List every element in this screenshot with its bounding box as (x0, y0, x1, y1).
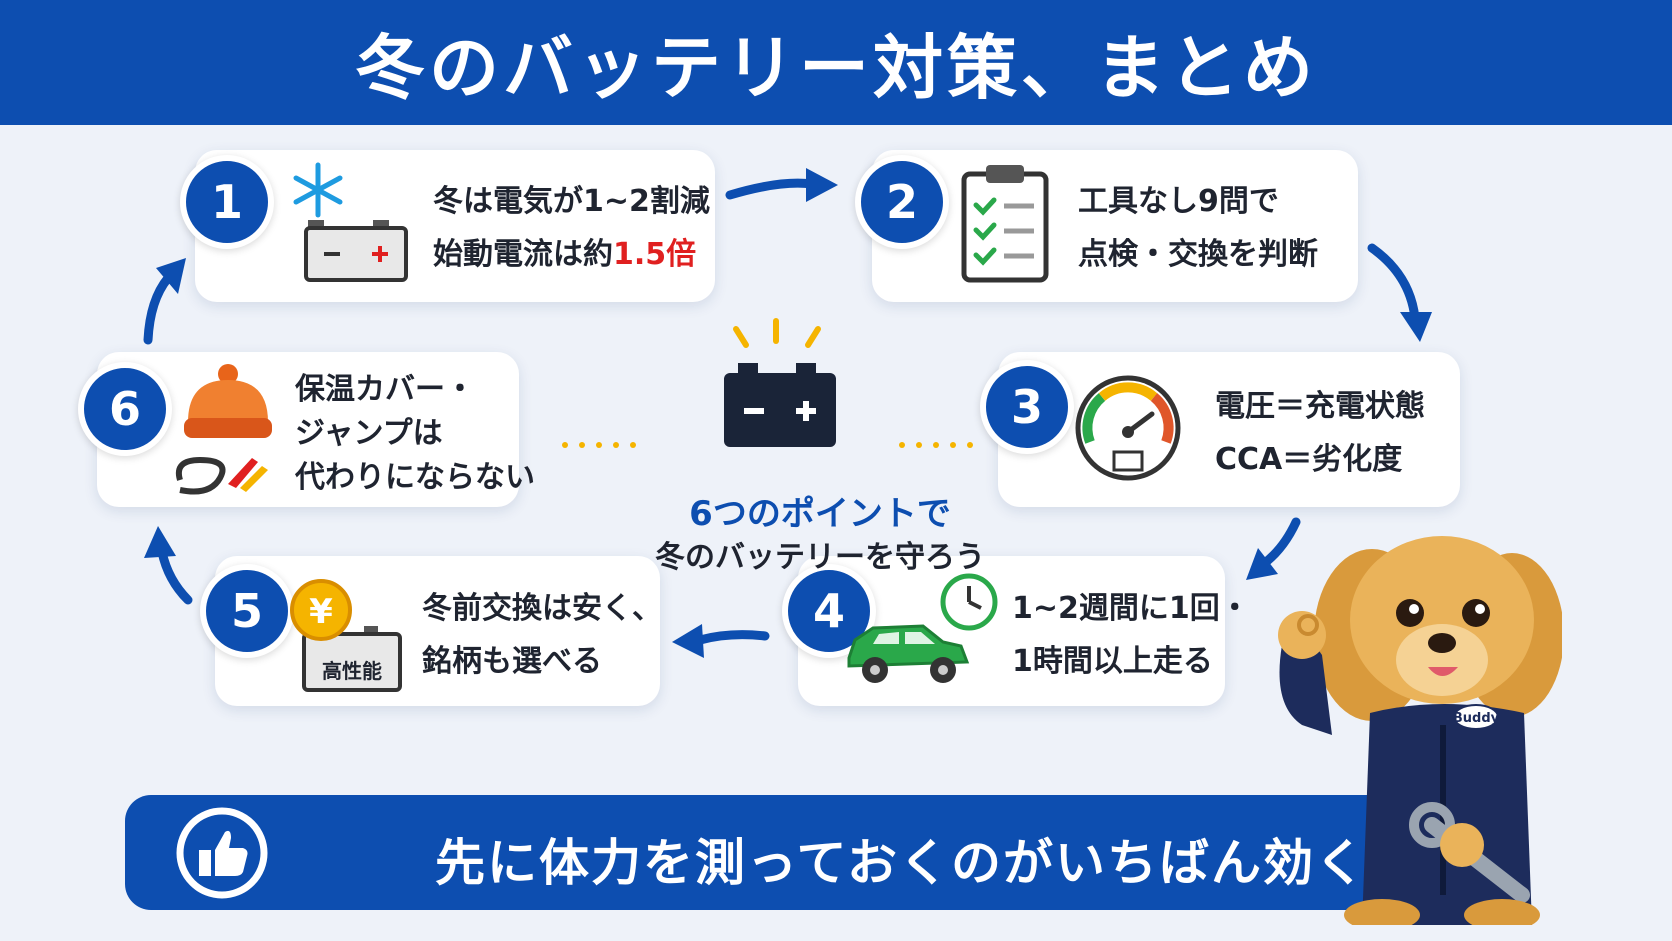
card-2-text: 工具なし9問で 点検・交換を判断 (1078, 175, 1318, 281)
center-title: 6つのポイントで (689, 494, 951, 534)
step-number-6: 6 (78, 362, 172, 456)
knit-cap-jumper-cable-icon (176, 364, 272, 495)
bottom-message: 先に体力を測っておくのがいちばん効く (435, 834, 1367, 892)
card-3-line1: 電圧＝充電状態 (1215, 389, 1425, 424)
card-3 (998, 352, 1460, 507)
mascot-badge-text: Buddy (1453, 711, 1500, 726)
card-3-text: 電圧＝充電状態 CCA＝劣化度 (1215, 380, 1425, 486)
card-2-line2: 点検・交換を判断 (1078, 237, 1318, 272)
page-title: 冬のバッテリー対策、まとめ (355, 27, 1317, 109)
card-4-text: 1~2週間に1回・ 1時間以上走る (1012, 582, 1250, 688)
step-number-4: 4 (782, 564, 876, 658)
voltage-gauge-icon (1075, 375, 1181, 481)
dotted-connector-icon (562, 442, 973, 448)
card-6-line2: ジャンプは (295, 416, 443, 451)
yen-coin-symbol: ¥ (309, 592, 333, 632)
card-1-line1: 冬は電気が1~2割減 (433, 184, 710, 219)
step-number-3: 3 (980, 360, 1074, 454)
card-5-line1: 冬前交換は安く、 (422, 591, 662, 626)
battery-badge-label: 高性能 (322, 659, 382, 683)
center-subtitle: 冬のバッテリーを守ろう (655, 540, 985, 575)
thumbs-up-icon (176, 807, 268, 899)
card-6-line1: 保温カバー・ (295, 372, 475, 407)
card-3-line2: CCA＝劣化度 (1215, 442, 1403, 477)
card-6-text: 保温カバー・ ジャンプは 代わりにならない (295, 368, 535, 500)
step-number-2: 2 (855, 155, 949, 249)
card-2-line1: 工具なし9問で (1078, 184, 1279, 219)
card-5-line2: 銘柄も選べる (422, 644, 602, 679)
card-4-line1: 1~2週間に1回・ (1012, 591, 1250, 626)
highlight-value: 1.5倍 (613, 237, 697, 272)
bottom-banner: 先に体力を測っておくのがいちばん効く (125, 795, 1400, 910)
card-4-line2: 1時間以上走る (1012, 644, 1213, 679)
card-6-line3: 代わりにならない (295, 460, 535, 495)
yen-coin-battery-icon: ¥ 高性能 (290, 579, 402, 692)
card-5-text: 冬前交換は安く、 銘柄も選べる (422, 582, 662, 688)
card-1 (195, 150, 715, 302)
snowflake-battery-icon (293, 162, 408, 282)
card-1-line2: 始動電流は約1.5倍 (433, 237, 697, 272)
battery-center-icon (724, 318, 836, 447)
car-clock-icon (847, 573, 998, 683)
checklist-clipboard-icon (961, 165, 1049, 283)
header-banner: 冬のバッテリー対策、まとめ (0, 0, 1672, 125)
card-6 (97, 352, 519, 507)
dog-mechanic-mascot-icon: Buddy (1278, 536, 1562, 925)
step-number-1: 1 (180, 155, 274, 249)
card-1-text: 冬は電気が1~2割減 始動電流は約1.5倍 (433, 175, 710, 281)
card-2 (872, 150, 1358, 302)
step-number-5: 5 (200, 564, 294, 658)
